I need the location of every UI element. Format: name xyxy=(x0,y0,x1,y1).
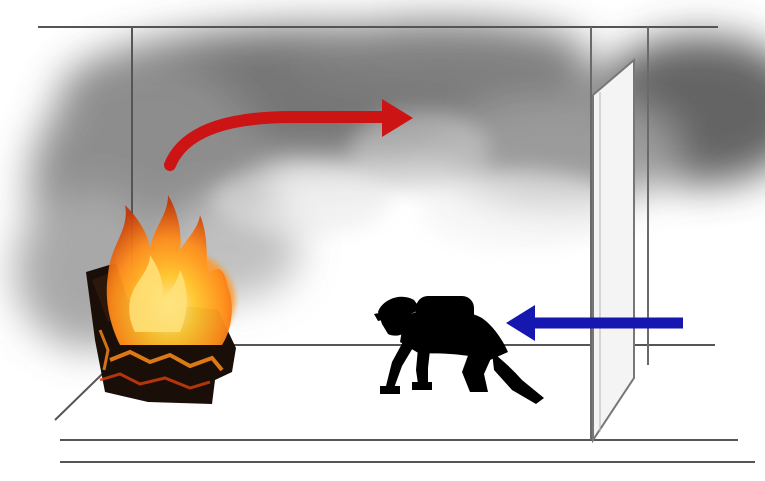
crawling-firefighter-icon xyxy=(374,296,544,404)
